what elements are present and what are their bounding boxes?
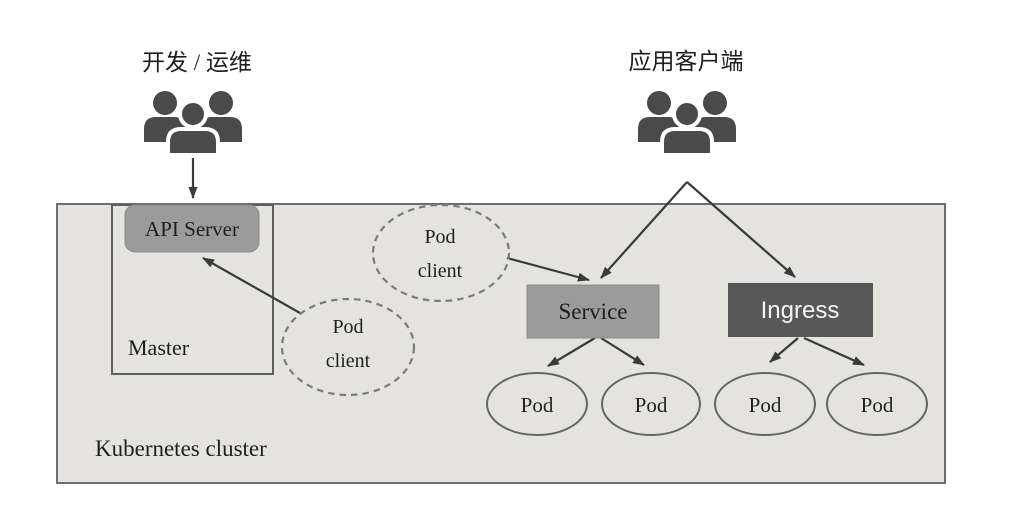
api-server-label: API Server (145, 217, 239, 241)
pod-ellipse-ingress-1 (714, 372, 816, 436)
arrow-podclient-to-apiserver (202, 257, 301, 314)
ingress-label: Ingress (761, 297, 840, 324)
api-server-node (124, 204, 260, 253)
master-label: Master (128, 335, 190, 360)
arrow-ingress-to-pod-2 (803, 336, 865, 367)
pod-label-ingress-1: Pod (749, 393, 782, 417)
arrow-service-to-pod-1 (547, 337, 596, 367)
app-clients-label: 应用客户端 (629, 49, 744, 74)
service-node (526, 284, 660, 339)
pod-ellipse-service-1 (486, 372, 588, 436)
ingress-node (728, 283, 873, 337)
dev-ops-users-icon (142, 89, 244, 157)
arrow-ingress-to-pod-1 (769, 337, 799, 363)
pod-label-ingress-2: Pod (861, 393, 894, 417)
pod-label-service-1: Pod (521, 393, 554, 417)
app-clients-users-icon (636, 89, 738, 157)
pod-client-ellipse-top (371, 203, 511, 303)
service-label: Service (559, 299, 628, 324)
arrow-clients-to-ingress (686, 181, 796, 278)
pod-label-service-2: Pod (635, 393, 668, 417)
kubernetes-cluster-label: Kubernetes cluster (95, 436, 267, 461)
arrow-clients-to-service (600, 181, 688, 279)
pod-client-left-label-line1: Pod (332, 316, 363, 338)
pod-ellipse-service-2 (601, 372, 701, 436)
dev-ops-label: 开发 / 运维 (142, 50, 252, 75)
pod-client-top-label-line1: Pod (424, 226, 455, 248)
pod-ellipse-ingress-2 (826, 372, 928, 436)
pod-client-top-label-line2: client (418, 260, 463, 282)
arrow-podclient-to-service (506, 256, 590, 282)
arrow-service-to-pod-2 (600, 337, 645, 366)
pod-client-left-label-line2: client (326, 350, 371, 372)
pod-client-ellipse-left (280, 297, 416, 397)
